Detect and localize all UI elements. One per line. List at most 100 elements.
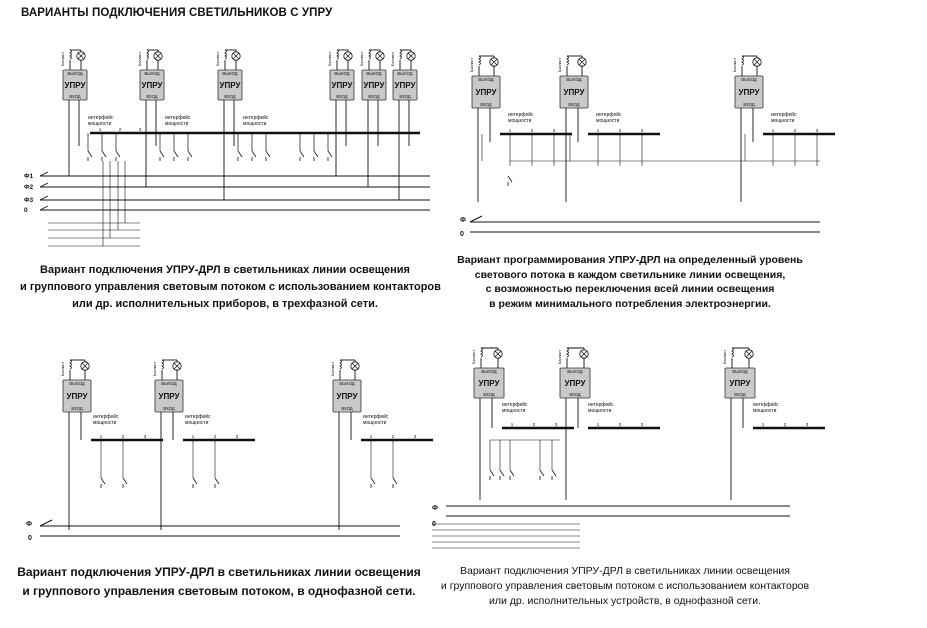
unit-input-label: ВХОД — [734, 392, 745, 397]
ballast-label: Балласт — [558, 58, 562, 72]
interface-label: интерфейс — [363, 413, 389, 420]
lamp-icon — [81, 362, 89, 370]
switch-icon — [539, 469, 545, 477]
ballast-label: Балласт — [558, 350, 562, 364]
interface-label: мощности — [502, 408, 526, 414]
ballast-coil-icon — [161, 359, 164, 370]
switch-icon — [327, 150, 333, 158]
interface-label: интерфейс — [508, 111, 534, 118]
page-title: ВАРИАНТЫ ПОДКЛЮЧЕНИЯ СВЕТИЛЬНИКОВ С УПРУ — [21, 7, 333, 19]
interface-label: мощности — [753, 408, 777, 414]
switch-icon — [122, 477, 128, 485]
terminal-label: 2 — [784, 422, 787, 427]
terminal-label: 1 — [597, 422, 600, 427]
unit-output-label: ВЫХОД — [161, 381, 176, 386]
unit-output-label: ВЫХОД — [339, 381, 354, 386]
interface-label: мощности — [243, 121, 267, 127]
lamp-icon — [580, 350, 588, 358]
caption-line: или др. исполнительных приборов, в трехф… — [72, 298, 378, 310]
terminal-label: 1 — [192, 434, 195, 439]
unit-input-label: ВХОД — [483, 392, 494, 397]
unit-brand-label: УПРУ — [565, 379, 587, 388]
upru-unit — [217, 69, 243, 101]
wire — [39, 195, 49, 201]
lamp-icon — [490, 58, 498, 66]
caption-line: с возможностью переключения всей линии о… — [485, 283, 775, 295]
unit-output-label: ВЫХОД — [741, 77, 756, 82]
phase-label: 0 — [24, 207, 28, 214]
unit-output-label: ВЫХОД — [334, 71, 349, 76]
upru-unit — [62, 379, 92, 413]
interface-label: интерфейс — [588, 401, 614, 408]
caption-line: светового потока в каждом светильнике ли… — [474, 268, 786, 281]
unit-brand-label: УПРУ — [395, 81, 417, 90]
unit-brand-label: УПРУ — [479, 379, 501, 388]
upru-unit — [724, 367, 756, 399]
terminal-label: 3 — [641, 128, 644, 133]
phase-label: Ф3 — [24, 197, 34, 204]
unit-output-label: ВЫХОД — [397, 71, 412, 76]
interface-label: мощности — [771, 118, 795, 124]
unit-output-label: ВЫХОД — [566, 77, 581, 82]
unit-input-label: ВХОД — [568, 102, 579, 107]
unit-brand-label: УПРУ — [332, 81, 354, 90]
ballast-label: Балласт — [153, 362, 157, 376]
terminal-label: 3 — [139, 127, 142, 132]
switch-icon — [551, 469, 557, 477]
terminal-label: 2 — [122, 434, 125, 439]
lamp-icon — [407, 52, 415, 60]
caption-line: Вариант подключения УПРУ-ДРЛ в светильни… — [460, 565, 790, 577]
wire — [39, 182, 49, 188]
interface-label: мощности — [165, 121, 189, 127]
lamp-icon — [351, 362, 359, 370]
unit-brand-label: УПРУ — [220, 81, 242, 90]
unit-output-label: ВЫХОД — [481, 369, 496, 374]
unit-brand-label: УПРУ — [739, 88, 761, 97]
switch-icon — [214, 477, 220, 485]
terminal-label: 1 — [100, 434, 103, 439]
interface-label: мощности — [508, 118, 532, 124]
unit-input-label: ВХОД — [71, 406, 82, 411]
ballast-coil-icon — [339, 359, 342, 370]
switch-icon — [370, 477, 376, 485]
terminal-label: 2 — [619, 128, 622, 133]
wire — [469, 215, 483, 223]
upru-unit — [559, 367, 591, 399]
ballast-label: Балласт — [61, 362, 65, 376]
ballast-label: Балласт — [472, 350, 476, 364]
ballast-coil-icon — [224, 49, 227, 60]
interface-label: мощности — [88, 121, 112, 127]
lamp-icon — [376, 52, 384, 60]
interface-label: интерфейс — [502, 401, 528, 408]
caption-line: Вариант программирования УПРУ-ДРЛ на опр… — [457, 254, 803, 266]
unit-input-label: ВХОД — [224, 94, 235, 99]
caption-single-phase: Вариант подключения УПРУ-ДРЛ в светильни… — [14, 563, 424, 601]
switch-icon — [489, 469, 495, 477]
caption-line: и группового управления световым потоком… — [440, 580, 810, 592]
unit-output-label: ВЫХОД — [222, 71, 237, 76]
ballast-coil-icon — [480, 347, 483, 358]
unit-brand-label: УПРУ — [337, 392, 359, 401]
phase-label: Ф2 — [24, 184, 34, 191]
wire — [39, 519, 53, 527]
terminal-label: 3 — [816, 128, 819, 133]
unit-brand-label: УПРУ — [476, 88, 498, 97]
ballast-coil-icon — [69, 49, 72, 60]
unit-input-label: ВХОД — [341, 406, 352, 411]
switch-icon — [313, 150, 319, 158]
terminal-label: 2 — [119, 127, 122, 132]
terminal-label: 3 — [553, 128, 556, 133]
upru-unit — [139, 69, 165, 101]
ballast-label: Балласт — [61, 52, 65, 66]
wire — [39, 205, 49, 211]
terminal-label: 1 — [99, 127, 102, 132]
ballast-label: Балласт — [328, 52, 332, 66]
terminal-label: 2 — [531, 128, 534, 133]
phase-label: Ф — [432, 505, 438, 512]
terminal-label: 2 — [619, 422, 622, 427]
unit-output-label: ВЫХОД — [478, 77, 493, 82]
upru-unit — [392, 69, 418, 101]
terminal-label: 3 — [555, 422, 558, 427]
lamp-icon — [173, 362, 181, 370]
